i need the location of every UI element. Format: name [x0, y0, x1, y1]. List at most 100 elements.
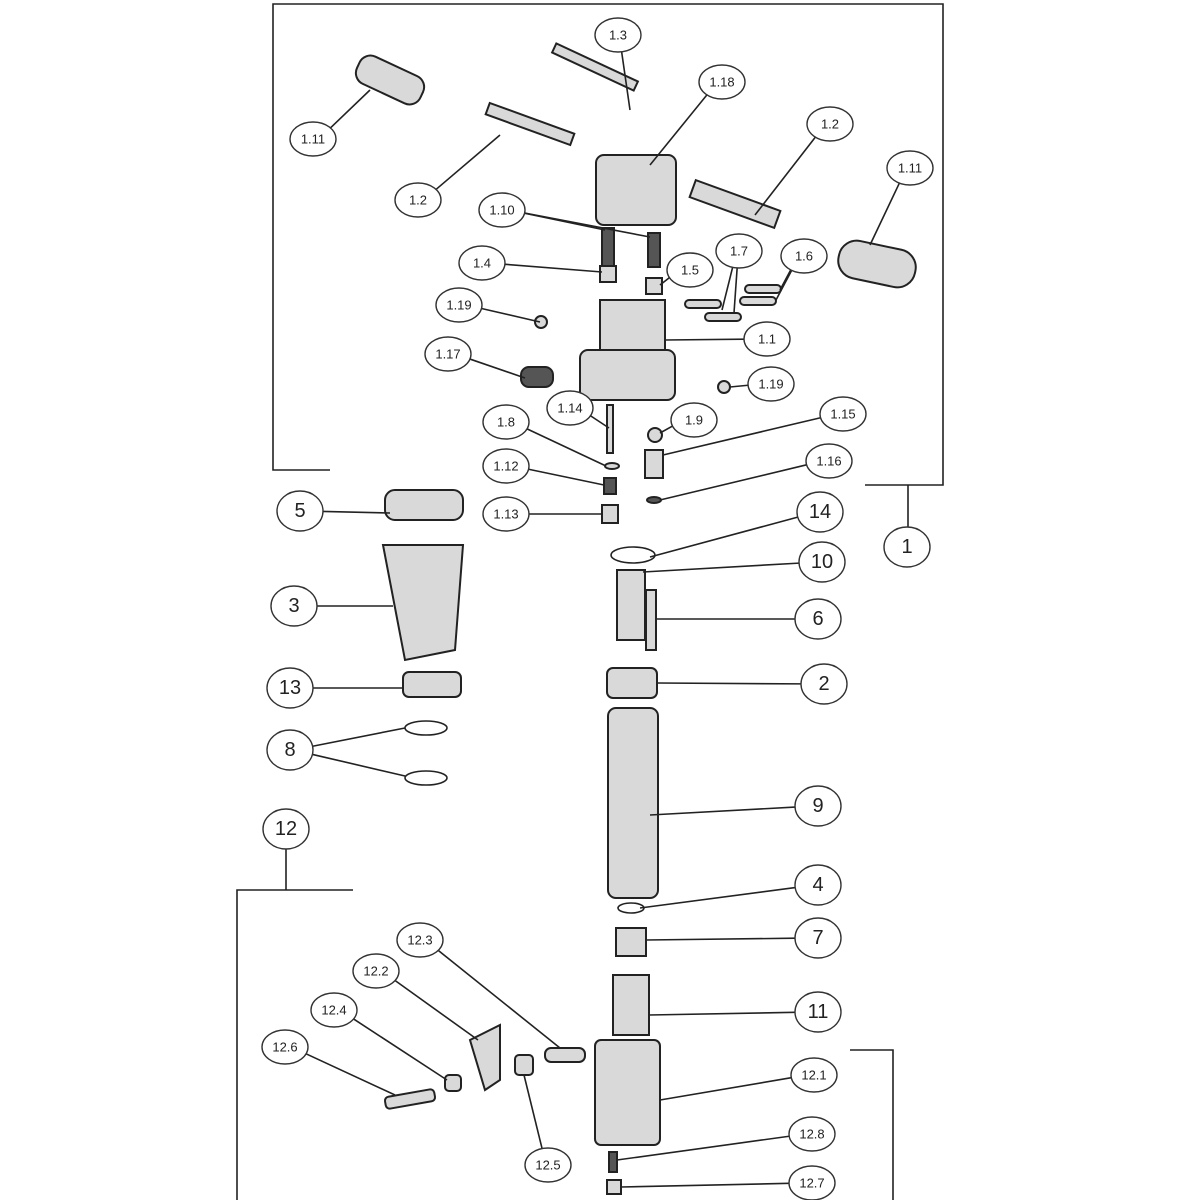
callout-1-7: 1.7 — [715, 233, 763, 269]
leader-line-9 — [649, 806, 796, 816]
callout-circle — [886, 150, 934, 186]
leader-line-1.6 — [775, 269, 793, 301]
callout-circle — [788, 1116, 836, 1152]
leader-line-8 — [312, 753, 406, 777]
leader-line-1.11 — [869, 182, 901, 246]
leader-line-1.2 — [754, 136, 817, 216]
callout-label: 1.7 — [730, 244, 748, 259]
part-ring-1.16 — [646, 496, 662, 504]
leader-line-2 — [656, 682, 802, 685]
callout-14: 14 — [796, 491, 844, 533]
callout-label: 10 — [811, 551, 833, 573]
callout-circle — [394, 182, 442, 218]
leader-line-1.19 — [481, 307, 541, 323]
leader-line-12.6 — [305, 1053, 396, 1096]
part-housing-12.1 — [594, 1039, 661, 1146]
callout-label: 12.1 — [801, 1068, 826, 1083]
leader-line-1.3 — [620, 51, 631, 111]
part-bushing-12.4 — [444, 1074, 462, 1092]
callout-circle — [266, 729, 314, 771]
callout-circle — [289, 121, 337, 157]
part-spring-1.12 — [603, 477, 617, 495]
callout-label: 1.13 — [493, 507, 518, 522]
part-valve-1.4 — [599, 265, 617, 283]
callout-circle — [310, 992, 358, 1028]
callout-label: 1.19 — [758, 377, 783, 392]
callout-label: 1.5 — [681, 263, 699, 278]
callout-circle — [883, 526, 931, 568]
part-valve-1.5 — [645, 277, 663, 295]
part-bushing-12.5 — [514, 1054, 534, 1076]
leader-line-11 — [648, 1011, 796, 1016]
callout-10: 10 — [798, 541, 846, 583]
part-ring-2 — [606, 667, 658, 699]
callout-1-19: 1.19 — [747, 366, 795, 402]
callout-1-4: 1.4 — [458, 245, 506, 281]
callout-circle — [794, 991, 842, 1033]
callout-label: 4 — [812, 874, 823, 896]
callout-1-18: 1.18 — [698, 64, 746, 100]
callout-label: 2 — [818, 673, 829, 695]
callout-circle — [666, 252, 714, 288]
leader-line-12.2 — [394, 979, 479, 1041]
callout-9: 9 — [794, 785, 842, 827]
part-housing-1.1 — [579, 349, 676, 401]
callout-label: 1.3 — [609, 28, 627, 43]
part-oring-8b — [404, 770, 448, 786]
leader-line-1.4 — [504, 263, 603, 273]
callout-label: 1.11 — [301, 132, 325, 147]
callout-label: 11 — [808, 1001, 829, 1023]
part-pin-d — [744, 284, 782, 294]
part-pin-b — [704, 312, 742, 322]
part-handle-grip-left — [354, 54, 426, 106]
leader-line-4 — [639, 886, 796, 909]
callout-label: 12.4 — [321, 1003, 346, 1018]
part-screw-12.6 — [383, 1088, 437, 1110]
callout-circle — [794, 598, 842, 640]
callout-label: 12.8 — [799, 1127, 824, 1142]
callout-12-3: 12.3 — [396, 922, 444, 958]
leader-line-1.17 — [469, 358, 526, 379]
callout-1-11: 1.11 — [289, 121, 337, 157]
part-fitting-1.17 — [520, 366, 554, 388]
callout-label: 8 — [284, 739, 295, 761]
callout-circle — [435, 287, 483, 323]
callout-circle — [546, 390, 594, 426]
part-cap-1.18 — [595, 154, 677, 226]
callout-11: 11 — [794, 991, 842, 1033]
leader-line-10 — [642, 562, 800, 573]
callout-1-13: 1.13 — [482, 496, 530, 532]
callout-1-8: 1.8 — [482, 404, 530, 440]
callout-1-15: 1.15 — [819, 396, 867, 432]
leader-line-12.5 — [523, 1074, 543, 1149]
leader-line-1.19 — [729, 384, 749, 388]
group-box-1 — [272, 3, 944, 527]
callout-1-12: 1.12 — [482, 448, 530, 484]
part-bolt-12.3 — [544, 1047, 586, 1063]
callout-circle — [794, 785, 842, 827]
callout-1-17: 1.17 — [424, 336, 472, 372]
callout-label: 1.17 — [435, 347, 460, 362]
part-lever-1.3 — [550, 42, 640, 92]
callout-circle — [715, 233, 763, 269]
callout-1-9: 1.9 — [670, 402, 718, 438]
callout-1-2: 1.2 — [806, 106, 854, 142]
callout-label: 1.12 — [493, 459, 518, 474]
callout-1-5: 1.5 — [666, 252, 714, 288]
part-piston-10 — [616, 569, 646, 641]
callout-1-2: 1.2 — [394, 182, 442, 218]
callout-label: 12.3 — [407, 933, 432, 948]
callout-8: 8 — [266, 729, 314, 771]
callout-circle — [352, 953, 400, 989]
part-handle-grip-right — [837, 239, 917, 289]
callout-label: 14 — [809, 501, 831, 523]
part-oring-14 — [610, 546, 656, 564]
leader-line-14 — [649, 516, 798, 558]
part-lever-1.2-right — [688, 178, 782, 230]
part-gasket-5 — [384, 489, 464, 521]
callout-label: 9 — [812, 795, 823, 817]
callout-label: 1.14 — [557, 401, 582, 416]
part-chuck-11 — [612, 974, 650, 1036]
leader-line-12.7 — [620, 1182, 790, 1188]
